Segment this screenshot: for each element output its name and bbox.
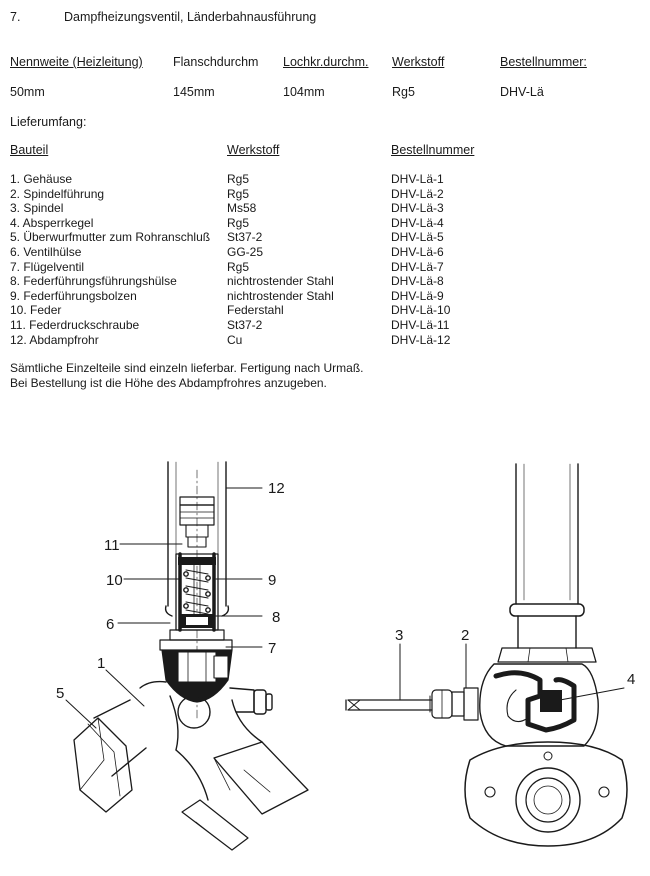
spec-header-bolt-circle: Lochkr.durchm. <box>283 55 369 69</box>
section-title: Dampfheizungsventil, Länderbahnausführun… <box>64 10 317 24</box>
label-11: 11 <box>104 537 120 554</box>
parts-header-material: Werkstoff <box>227 143 280 157</box>
section-number: 7. <box>10 10 21 24</box>
spec-header-nominal-size: Nennweite (Heizleitung) <box>10 55 143 69</box>
label-4: 4 <box>627 671 635 688</box>
label-6: 6 <box>106 616 114 633</box>
label-5: 5 <box>56 685 64 702</box>
spec-value-nominal-size: 50mm <box>10 85 45 99</box>
parts-header-order-number: Bestellnummer <box>391 143 475 157</box>
label-12: 12 <box>268 480 285 497</box>
spec-header-material: Werkstoff <box>392 55 445 69</box>
valve-side-section-view <box>65 461 309 851</box>
spec-header-order-number: Bestellnummer: <box>500 55 587 69</box>
spec-value-flange-diameter: 145mm <box>173 85 215 99</box>
label-7: 7 <box>268 640 276 657</box>
label-2: 2 <box>461 627 469 644</box>
spec-value-material: Rg5 <box>392 85 415 99</box>
label-1: 1 <box>97 655 105 672</box>
spec-value-order-number: DHV-Lä <box>500 85 544 99</box>
scope-label: Lieferumfang: <box>10 115 87 129</box>
label-9: 9 <box>268 572 276 589</box>
valve-front-view <box>345 463 628 847</box>
label-10: 10 <box>106 572 123 589</box>
label-3: 3 <box>395 627 403 644</box>
label-8: 8 <box>272 609 280 626</box>
parts-header-component: Bauteil <box>10 143 49 157</box>
spec-header-flange-diameter: Flanschdurchm <box>173 55 259 69</box>
note-availability: Sämtliche Einzelteile sind einzeln liefe… <box>10 361 364 375</box>
note-ordering: Bei Bestellung ist die Höhe des Abdampfr… <box>10 376 327 390</box>
spec-value-bolt-circle: 104mm <box>283 85 325 99</box>
